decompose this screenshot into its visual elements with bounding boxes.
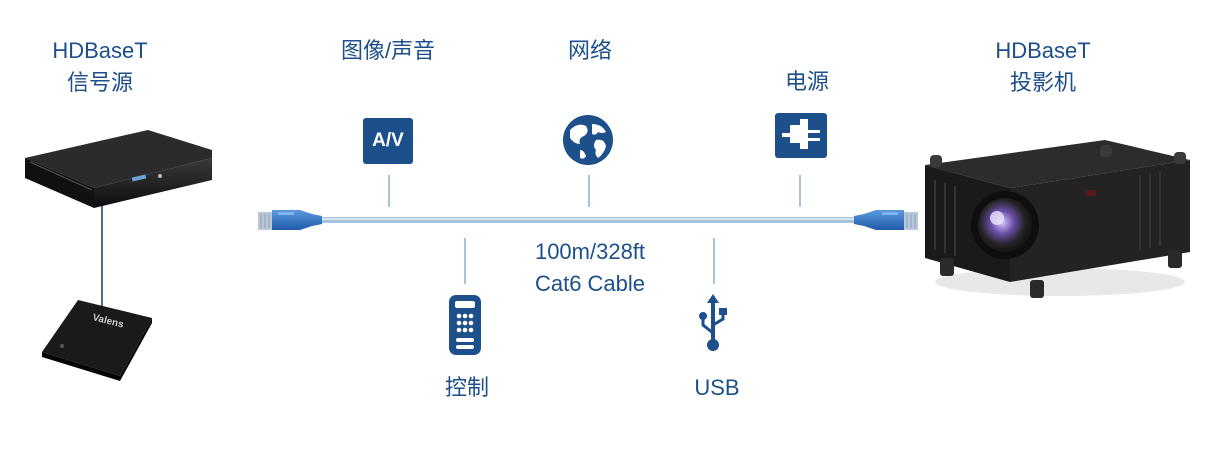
network-connector-line: [588, 175, 590, 207]
projector-label-line2: 投影机: [1009, 70, 1076, 95]
power-connector-line: [799, 175, 801, 207]
source-to-chip-line: [101, 205, 103, 315]
source-label: HDBaseT 信号源: [40, 35, 160, 99]
av-icon: A/V: [363, 118, 413, 164]
cable-spec: 100m/328ft Cat6 Cable: [510, 236, 670, 300]
network-label: 网络: [567, 38, 612, 63]
control-label: 控制: [444, 375, 489, 400]
control-connector-line: [464, 238, 466, 284]
projector-label-line1: HDBaseT: [995, 38, 1091, 63]
power-plug-icon: [775, 113, 827, 158]
projector: [925, 140, 1190, 298]
source-label-line2: 信号源: [66, 70, 133, 95]
cat6-cable: [297, 217, 883, 223]
usb-connector-line: [713, 238, 715, 284]
av-icon-text: A/V: [372, 130, 404, 151]
cable-type: Cat6 Cable: [534, 271, 646, 296]
valens-chip: Valens: [42, 300, 152, 381]
rj45-connector-right-icon: [854, 210, 918, 230]
power-label: 电源: [784, 69, 829, 94]
remote-control-icon: [449, 295, 481, 355]
projector-label: HDBaseT 投影机: [983, 35, 1103, 99]
cable-length: 100m/328ft: [534, 239, 646, 264]
av-connector-line: [388, 175, 390, 207]
source-set-top-box: [25, 130, 212, 208]
av-label: 图像/声音: [340, 38, 436, 63]
usb-icon: [699, 294, 727, 351]
source-label-line1: HDBaseT: [52, 38, 148, 63]
globe-icon: [563, 115, 613, 165]
usb-label: USB: [694, 375, 740, 400]
rj45-connector-left-icon: [258, 210, 322, 230]
